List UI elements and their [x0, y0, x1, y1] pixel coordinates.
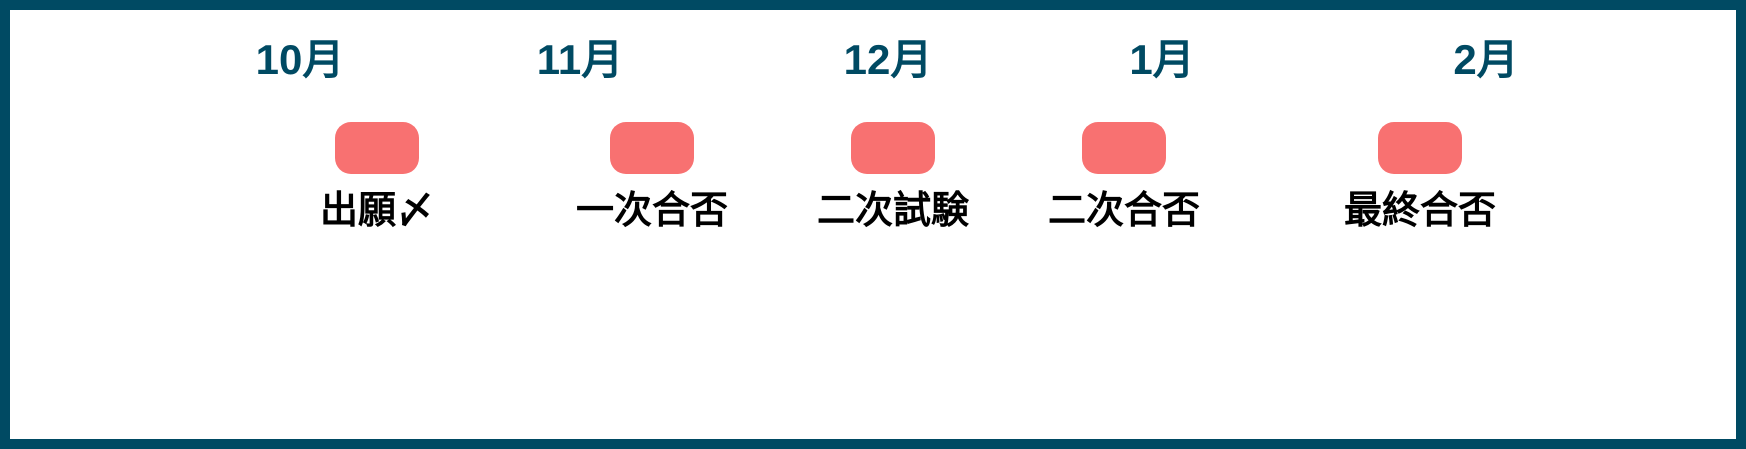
event-label-application-deadline: 出願〆 — [319, 188, 435, 232]
event-label-second-result: 二次合否 — [1047, 188, 1201, 232]
month-label-dec: 12月 — [843, 36, 933, 83]
milestone-marker-first-result — [610, 122, 694, 174]
event-label-first-result: 一次合否 — [575, 188, 729, 232]
month-label-feb: 2月 — [1453, 36, 1519, 83]
month-label-oct: 10月 — [255, 36, 345, 83]
milestone-marker-final-result — [1378, 122, 1462, 174]
milestone-marker-second-exam — [851, 122, 935, 174]
month-label-jan: 1月 — [1129, 36, 1195, 83]
event-label-final-result: 最終合否 — [1343, 188, 1497, 232]
month-label-nov: 11月 — [536, 36, 624, 83]
milestone-marker-second-result — [1082, 122, 1166, 174]
event-label-second-exam: 二次試験 — [816, 188, 970, 232]
milestone-marker-application-deadline — [335, 122, 419, 174]
